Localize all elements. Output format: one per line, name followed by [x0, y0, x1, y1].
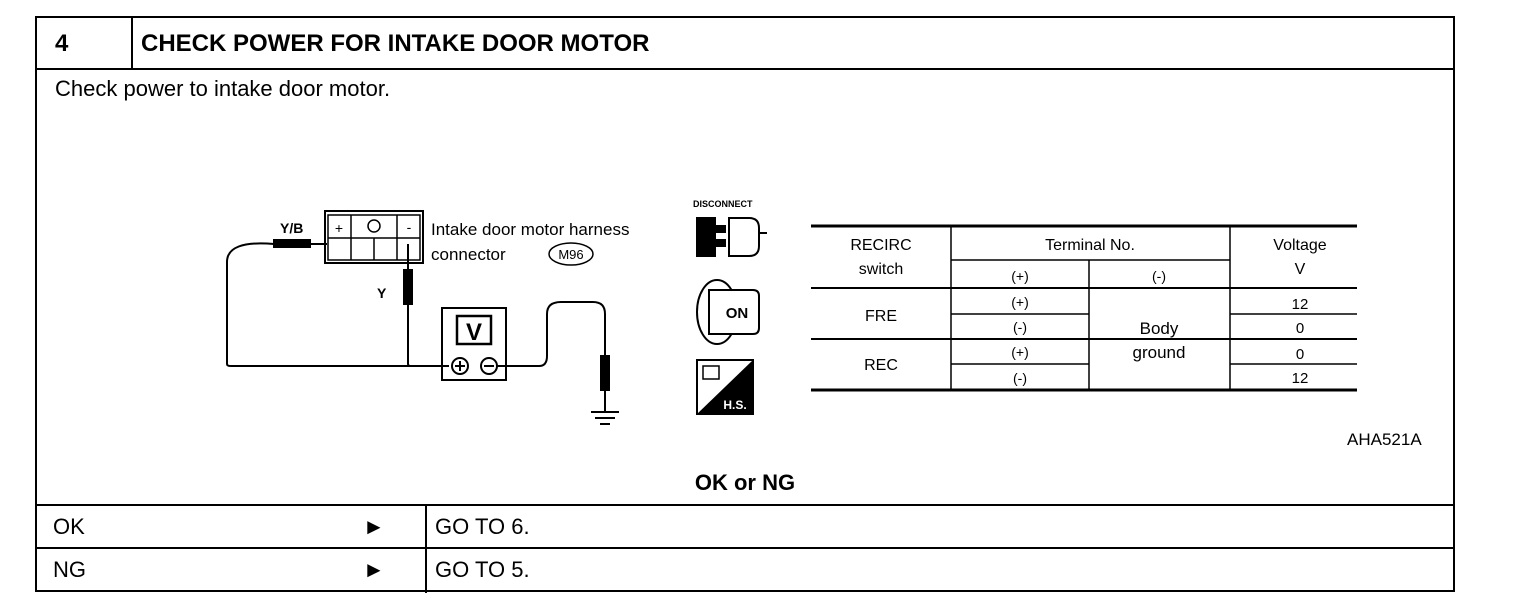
connector-id-oval [548, 242, 594, 266]
row-divider [425, 549, 427, 593]
table-voltage-row1: 12 [1292, 296, 1309, 313]
procedure-box: 4 CHECK POWER FOR INTAKE DOOR MOTOR Chec… [35, 16, 1455, 593]
right-triangle-icon: ► [363, 514, 385, 539]
wiring-diagram: + - Y/B Y V [226, 199, 1357, 425]
table-voltage-row4: 12 [1292, 370, 1309, 387]
table-header-switch-line1: RECIRC [850, 237, 911, 254]
harness-connector [324, 210, 424, 264]
table-header-minus: (-) [1152, 268, 1166, 284]
wire-yb-label: Y/B [280, 220, 303, 236]
step-number: 4 [55, 30, 69, 57]
ignition-on-label: ON [726, 305, 749, 322]
ok-label: OK [53, 514, 85, 539]
disconnect-label: DISCONNECT [693, 199, 753, 209]
instruction-text: Check power to intake door motor. [55, 76, 391, 101]
ok-action: GO TO 6. [435, 514, 530, 539]
hs-label: H.S. [723, 398, 746, 412]
table-terminal-row1: (+) [1011, 294, 1029, 310]
harness-label-line1: Intake door motor harness [431, 220, 629, 239]
table-switch-rec: REC [864, 357, 898, 374]
table-terminal-row4: (-) [1013, 370, 1027, 386]
ng-label: NG [53, 557, 86, 582]
table-header-voltage-line1: Voltage [1273, 237, 1326, 254]
header-divider [131, 18, 133, 68]
hs-icon [696, 359, 754, 415]
voltmeter [441, 307, 507, 381]
right-triangle-icon: ► [363, 557, 385, 582]
row-divider [425, 506, 427, 550]
table-terminal-row3: (+) [1011, 344, 1029, 360]
step-title: CHECK POWER FOR INTAKE DOOR MOTOR [141, 30, 650, 57]
connector-plus-label: + [335, 220, 343, 236]
table-switch-fre: FRE [865, 308, 897, 325]
disconnect-icon [696, 217, 767, 257]
voltage-table [811, 224, 1357, 392]
table-voltage-row3: 0 [1296, 346, 1304, 363]
table-voltage-row2: 0 [1296, 320, 1304, 337]
table-body-ground-line1: Body [1140, 319, 1179, 338]
step-header: 4 CHECK POWER FOR INTAKE DOOR MOTOR [37, 18, 1453, 70]
result-question: OK or NG [694, 470, 796, 495]
connector-minus-label: - [407, 219, 412, 235]
ground-symbol [591, 411, 619, 425]
table-body-ground-line2: ground [1133, 343, 1186, 362]
voltmeter-label: V [466, 319, 482, 346]
result-row-ok: OK ► GO TO 6. [37, 504, 1453, 550]
table-terminal-row2: (-) [1013, 319, 1027, 335]
connector-id-label: M96 [558, 247, 583, 262]
yb-test-lead [226, 239, 449, 367]
ground-lead [497, 301, 610, 412]
table-header-plus: (+) [1011, 268, 1029, 284]
ng-action: GO TO 5. [435, 557, 530, 582]
ignition-on-icon [696, 279, 760, 345]
harness-label-line2: connector [431, 245, 506, 264]
figure-id: AHA521A [1347, 430, 1422, 449]
table-header-switch-line2: switch [859, 261, 903, 278]
table-header-voltage-line2: V [1295, 261, 1306, 278]
y-test-lead [403, 244, 449, 367]
result-row-ng: NG ► GO TO 5. [37, 547, 1453, 593]
wire-y-label: Y [377, 285, 387, 301]
table-header-terminal: Terminal No. [1045, 237, 1135, 254]
